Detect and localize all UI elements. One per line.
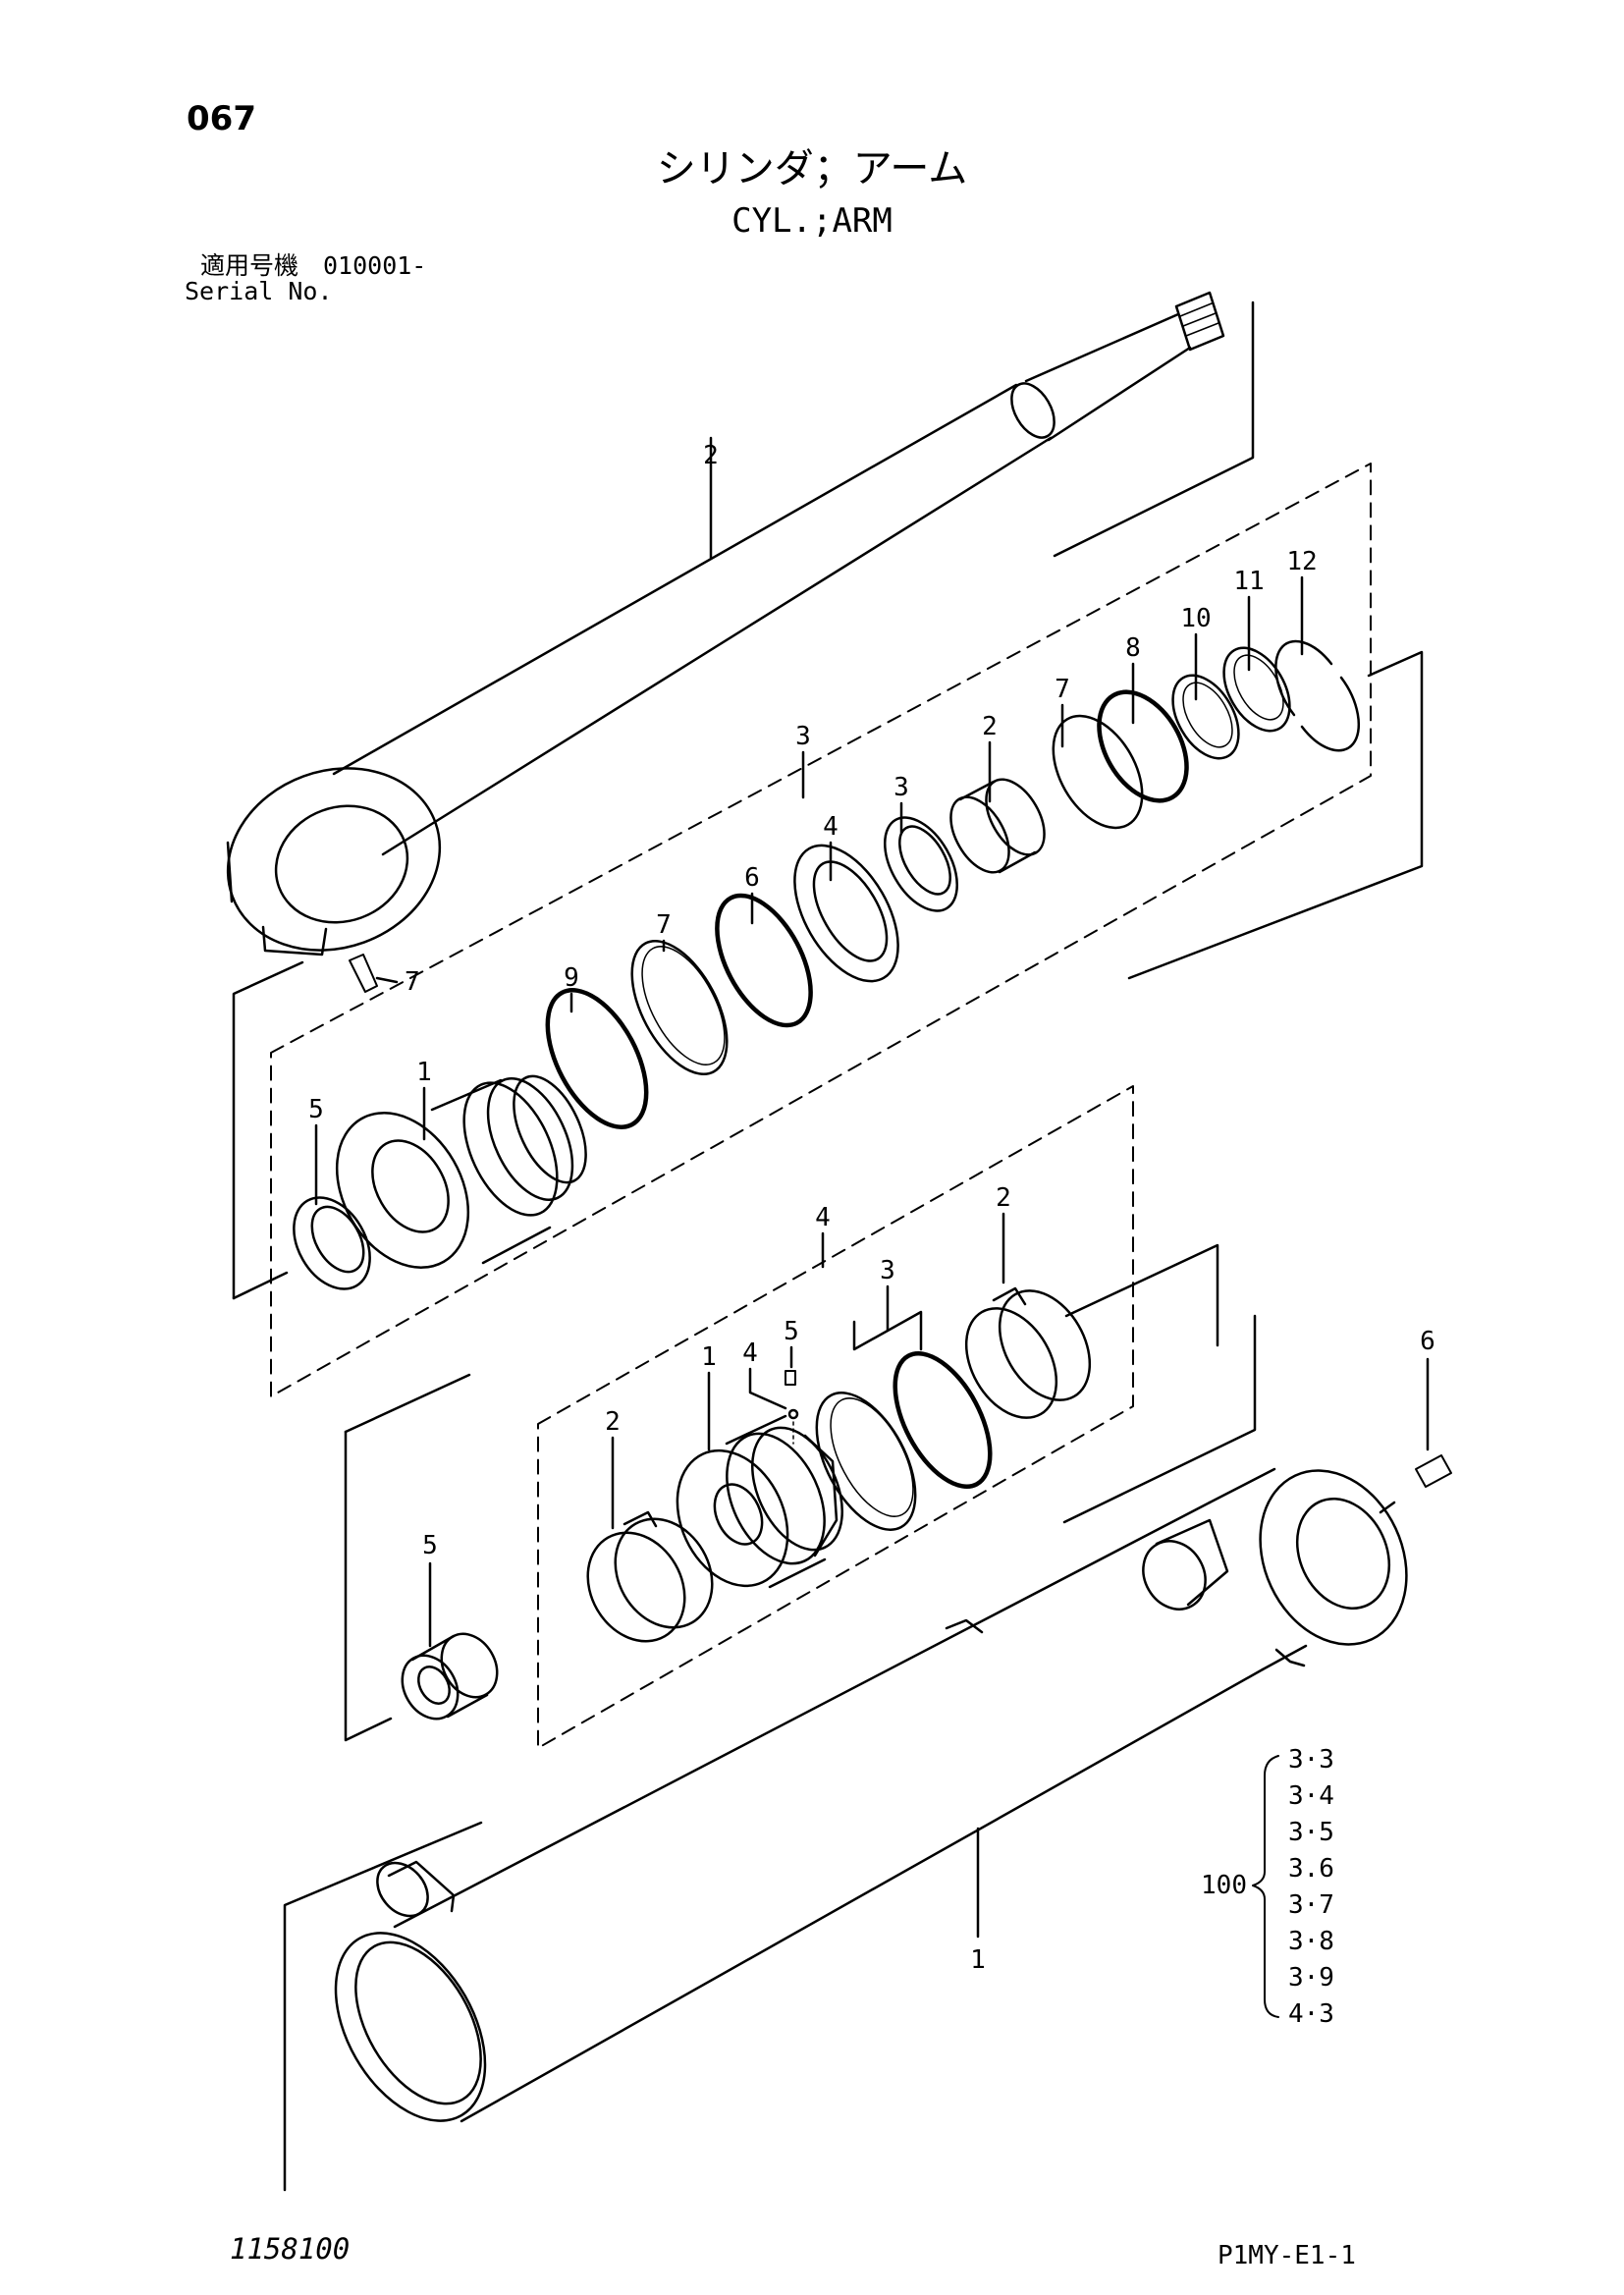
kit-item-1: 3·3 [1288,1745,1334,1775]
seal-kit: 100 3·3 3·4 3·5 3.6 3·7 3·8 3·9 4·3 [1201,1745,1334,2029]
head-group-box [270,463,1372,1397]
piston-group-box [537,1085,1134,1749]
callout-head-9: 9 [564,963,579,993]
callout-piston-1: 1 [701,1342,717,1372]
kit-item-7: 3·9 [1288,1963,1334,1993]
page-code: P1MY-E1-1 [1218,2241,1356,2270]
callout-piston-5: 5 [784,1317,799,1346]
callout-spacer-5: 5 [422,1531,438,1560]
kit-item-8: 4·3 [1288,1999,1334,2029]
callout-head-4: 4 [823,812,839,842]
kit-item-2: 3·4 [1288,1781,1334,1811]
tube-bracket-tick [1379,1501,1396,1514]
callout-head-2: 2 [982,712,998,741]
callout-head-3: 3 [893,773,909,802]
page-number: 067 [187,99,256,138]
callout-head-8: 8 [1125,633,1141,663]
callout-head-5: 5 [308,1095,324,1124]
callout-head-group: 3 [795,722,811,751]
callout-rod: 2 [703,441,719,470]
callout-tube-1: 1 [970,1945,986,1975]
head-leaders [314,575,1304,1206]
callout-tube-fitting-6: 6 [1420,1327,1435,1356]
callout-head-7b: 7 [1055,675,1070,704]
callout-head-12: 12 [1286,547,1317,576]
page-title-jp: シリンダ；アーム [656,146,968,191]
callout-piston-2b: 2 [996,1183,1011,1213]
piston-rod [226,291,1225,993]
callout-head-11: 11 [1233,567,1264,596]
page-title-en: CYL.;ARM [731,201,893,241]
rod-fitting-leader [375,976,399,984]
callout-head-1: 1 [416,1058,432,1087]
kit-item-3: 3·5 [1288,1818,1334,1847]
callout-head-6: 6 [744,863,760,893]
callout-piston-group: 4 [815,1203,831,1232]
kit-number: 100 [1201,1871,1247,1900]
callout-rod-grease-fitting: 7 [405,967,420,997]
spacer [401,1632,499,1721]
callout-head-7a: 7 [656,910,672,940]
piston-leaders [611,1212,1005,1530]
kit-item-5: 3·7 [1288,1890,1334,1920]
kit-item-6: 3·8 [1288,1927,1334,1956]
serial-label-en: Serial No. [185,277,333,305]
callout-piston-4: 4 [742,1339,758,1368]
kit-item-4: 3.6 [1288,1854,1334,1884]
callout-piston-3: 3 [880,1256,895,1285]
piston-parts [586,1286,1092,1643]
serial-label-jp: 適用号機 010001- [200,251,427,280]
cylinder-tube [334,1454,1452,2123]
callout-piston-2a: 2 [605,1407,621,1437]
drawing-number: 1158100 [230,2232,351,2266]
head-parts [293,639,1361,1290]
callout-head-10: 10 [1180,604,1211,633]
